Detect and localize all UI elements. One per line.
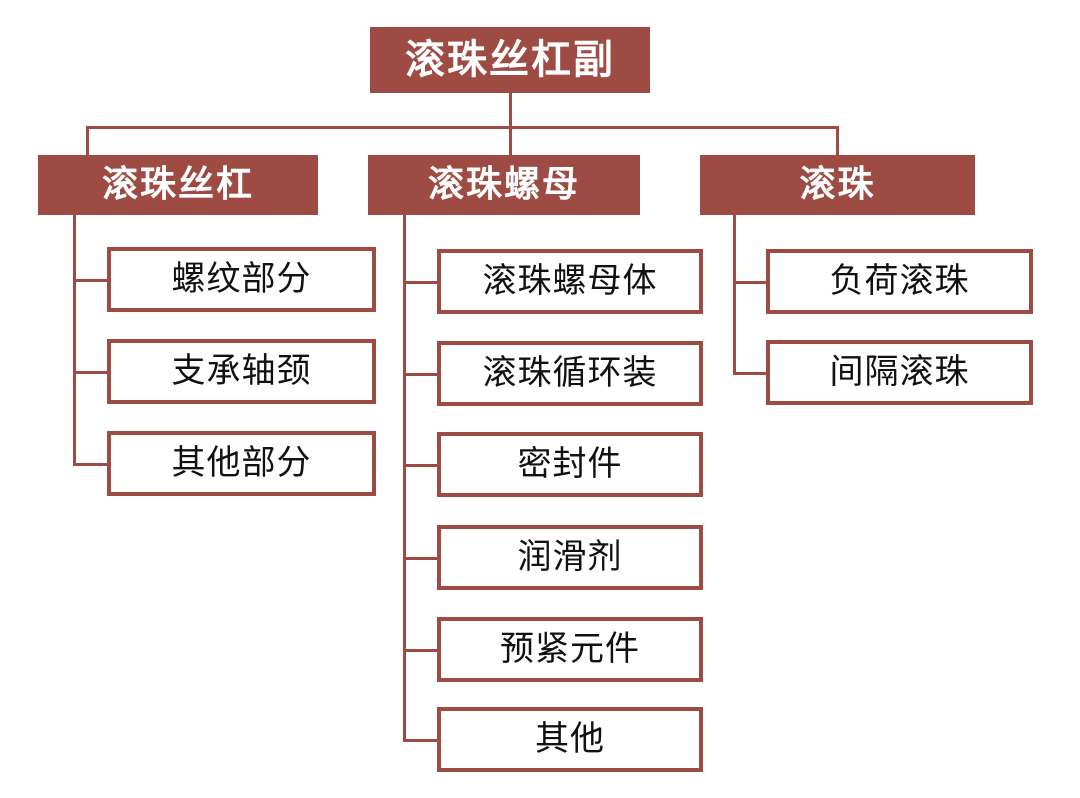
- leaf-node-ball-recirculation[interactable]: 滚珠循环装: [437, 341, 703, 406]
- connector-root-drop: [509, 93, 512, 127]
- connector-branch-1-spine: [403, 214, 406, 741]
- connector-branch-0-stub-2: [73, 463, 109, 466]
- connector-branch-2-stub-0: [733, 281, 769, 284]
- leaf-node-other-section[interactable]: 其他部分: [107, 431, 376, 496]
- branch-node-ball[interactable]: 滚珠: [700, 155, 975, 215]
- connector-branch-2-spine: [733, 214, 736, 375]
- leaf-node-spacer-ball[interactable]: 间隔滚珠: [766, 340, 1033, 405]
- connector-root-bus: [86, 126, 838, 129]
- branch-node-ball-screw[interactable]: 滚珠丝杠: [38, 155, 318, 215]
- connector-bus-to-branch-2: [836, 126, 839, 157]
- connector-branch-1-stub-5: [403, 739, 439, 742]
- leaf-node-seal[interactable]: 密封件: [437, 432, 703, 497]
- leaf-node-ball-nut-body[interactable]: 滚珠螺母体: [437, 249, 703, 314]
- connector-branch-1-stub-3: [403, 557, 439, 560]
- leaf-node-preload-element[interactable]: 预紧元件: [437, 617, 703, 682]
- connector-branch-1-stub-0: [403, 281, 439, 284]
- leaf-node-thread-section[interactable]: 螺纹部分: [107, 247, 376, 312]
- leaf-node-support-journal[interactable]: 支承轴颈: [107, 339, 376, 404]
- branch-node-ball-nut[interactable]: 滚珠螺母: [368, 155, 640, 215]
- connector-bus-to-branch-0: [86, 126, 89, 157]
- connector-branch-1-stub-1: [403, 373, 439, 376]
- connector-branch-0-spine: [73, 214, 76, 466]
- connector-branch-0-stub-0: [73, 279, 109, 282]
- connector-branch-0-stub-1: [73, 371, 109, 374]
- leaf-node-load-ball[interactable]: 负荷滚珠: [766, 249, 1033, 314]
- root-node[interactable]: 滚珠丝杠副: [370, 27, 650, 93]
- connector-bus-to-branch-1: [509, 126, 512, 157]
- leaf-node-other[interactable]: 其他: [437, 707, 703, 772]
- connector-branch-2-stub-1: [733, 372, 769, 375]
- leaf-node-lubricant[interactable]: 润滑剂: [437, 525, 703, 590]
- connector-branch-1-stub-2: [403, 464, 439, 467]
- connector-branch-1-stub-4: [403, 649, 439, 652]
